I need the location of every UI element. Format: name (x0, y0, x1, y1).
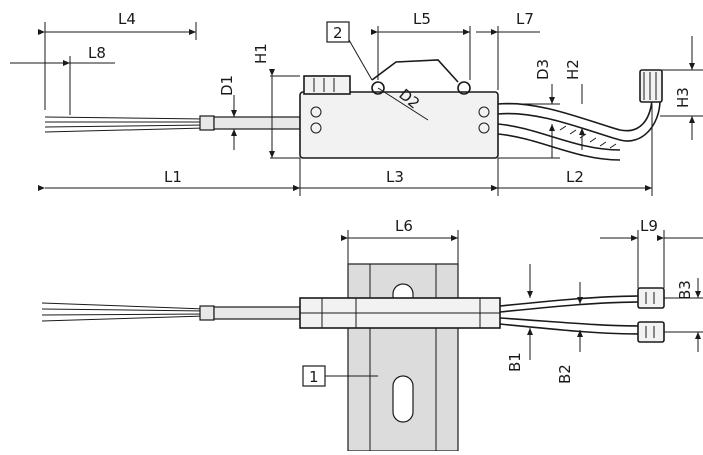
screw-icon (310, 106, 322, 118)
dim-L4: L4 (118, 10, 136, 28)
dim-D3: D3 (534, 59, 552, 80)
dim-H2: H2 (564, 59, 582, 80)
side-wires (44, 115, 301, 133)
dim-L9: L9 (640, 217, 658, 235)
callout-box-2 (326, 21, 350, 43)
dim-D1: D1 (218, 75, 236, 96)
plug-upper (637, 287, 665, 309)
screw-icon (310, 122, 322, 134)
dim-L7: L7 (516, 10, 534, 28)
top-cable (213, 306, 301, 320)
plug-lower (637, 321, 665, 343)
dim-L1: L1 (164, 168, 182, 186)
dim-B2: B2 (556, 364, 574, 384)
dim-L2: L2 (566, 168, 584, 186)
mounting-hole (457, 81, 471, 95)
screw-icon (478, 106, 490, 118)
screw-icon (478, 122, 490, 134)
callout-1: 1 (309, 368, 319, 386)
dim-B1: B1 (506, 352, 524, 372)
dim-L5: L5 (413, 10, 431, 28)
side-right-cables (497, 69, 663, 161)
side-plug (639, 69, 663, 103)
dim-H3: H3 (674, 87, 692, 108)
mounting-bracket (371, 59, 459, 83)
dim-B3: B3 (676, 280, 694, 300)
dim-L6: L6 (395, 217, 413, 235)
dim-L8: L8 (88, 44, 106, 62)
dim-L3: L3 (386, 168, 404, 186)
side-view: L4 L8 L5 L7 2 H1 D1 D2 D3 (10, 10, 703, 196)
top-view: L6 L9 B3 B1 B2 1 (41, 217, 703, 452)
side-housing (299, 91, 499, 159)
dim-H1: H1 (252, 43, 270, 64)
rail-slot (392, 375, 414, 423)
mounting-hole (371, 81, 385, 95)
side-cable (213, 116, 301, 130)
side-connector-block (303, 75, 351, 95)
callout-2: 2 (333, 24, 343, 42)
